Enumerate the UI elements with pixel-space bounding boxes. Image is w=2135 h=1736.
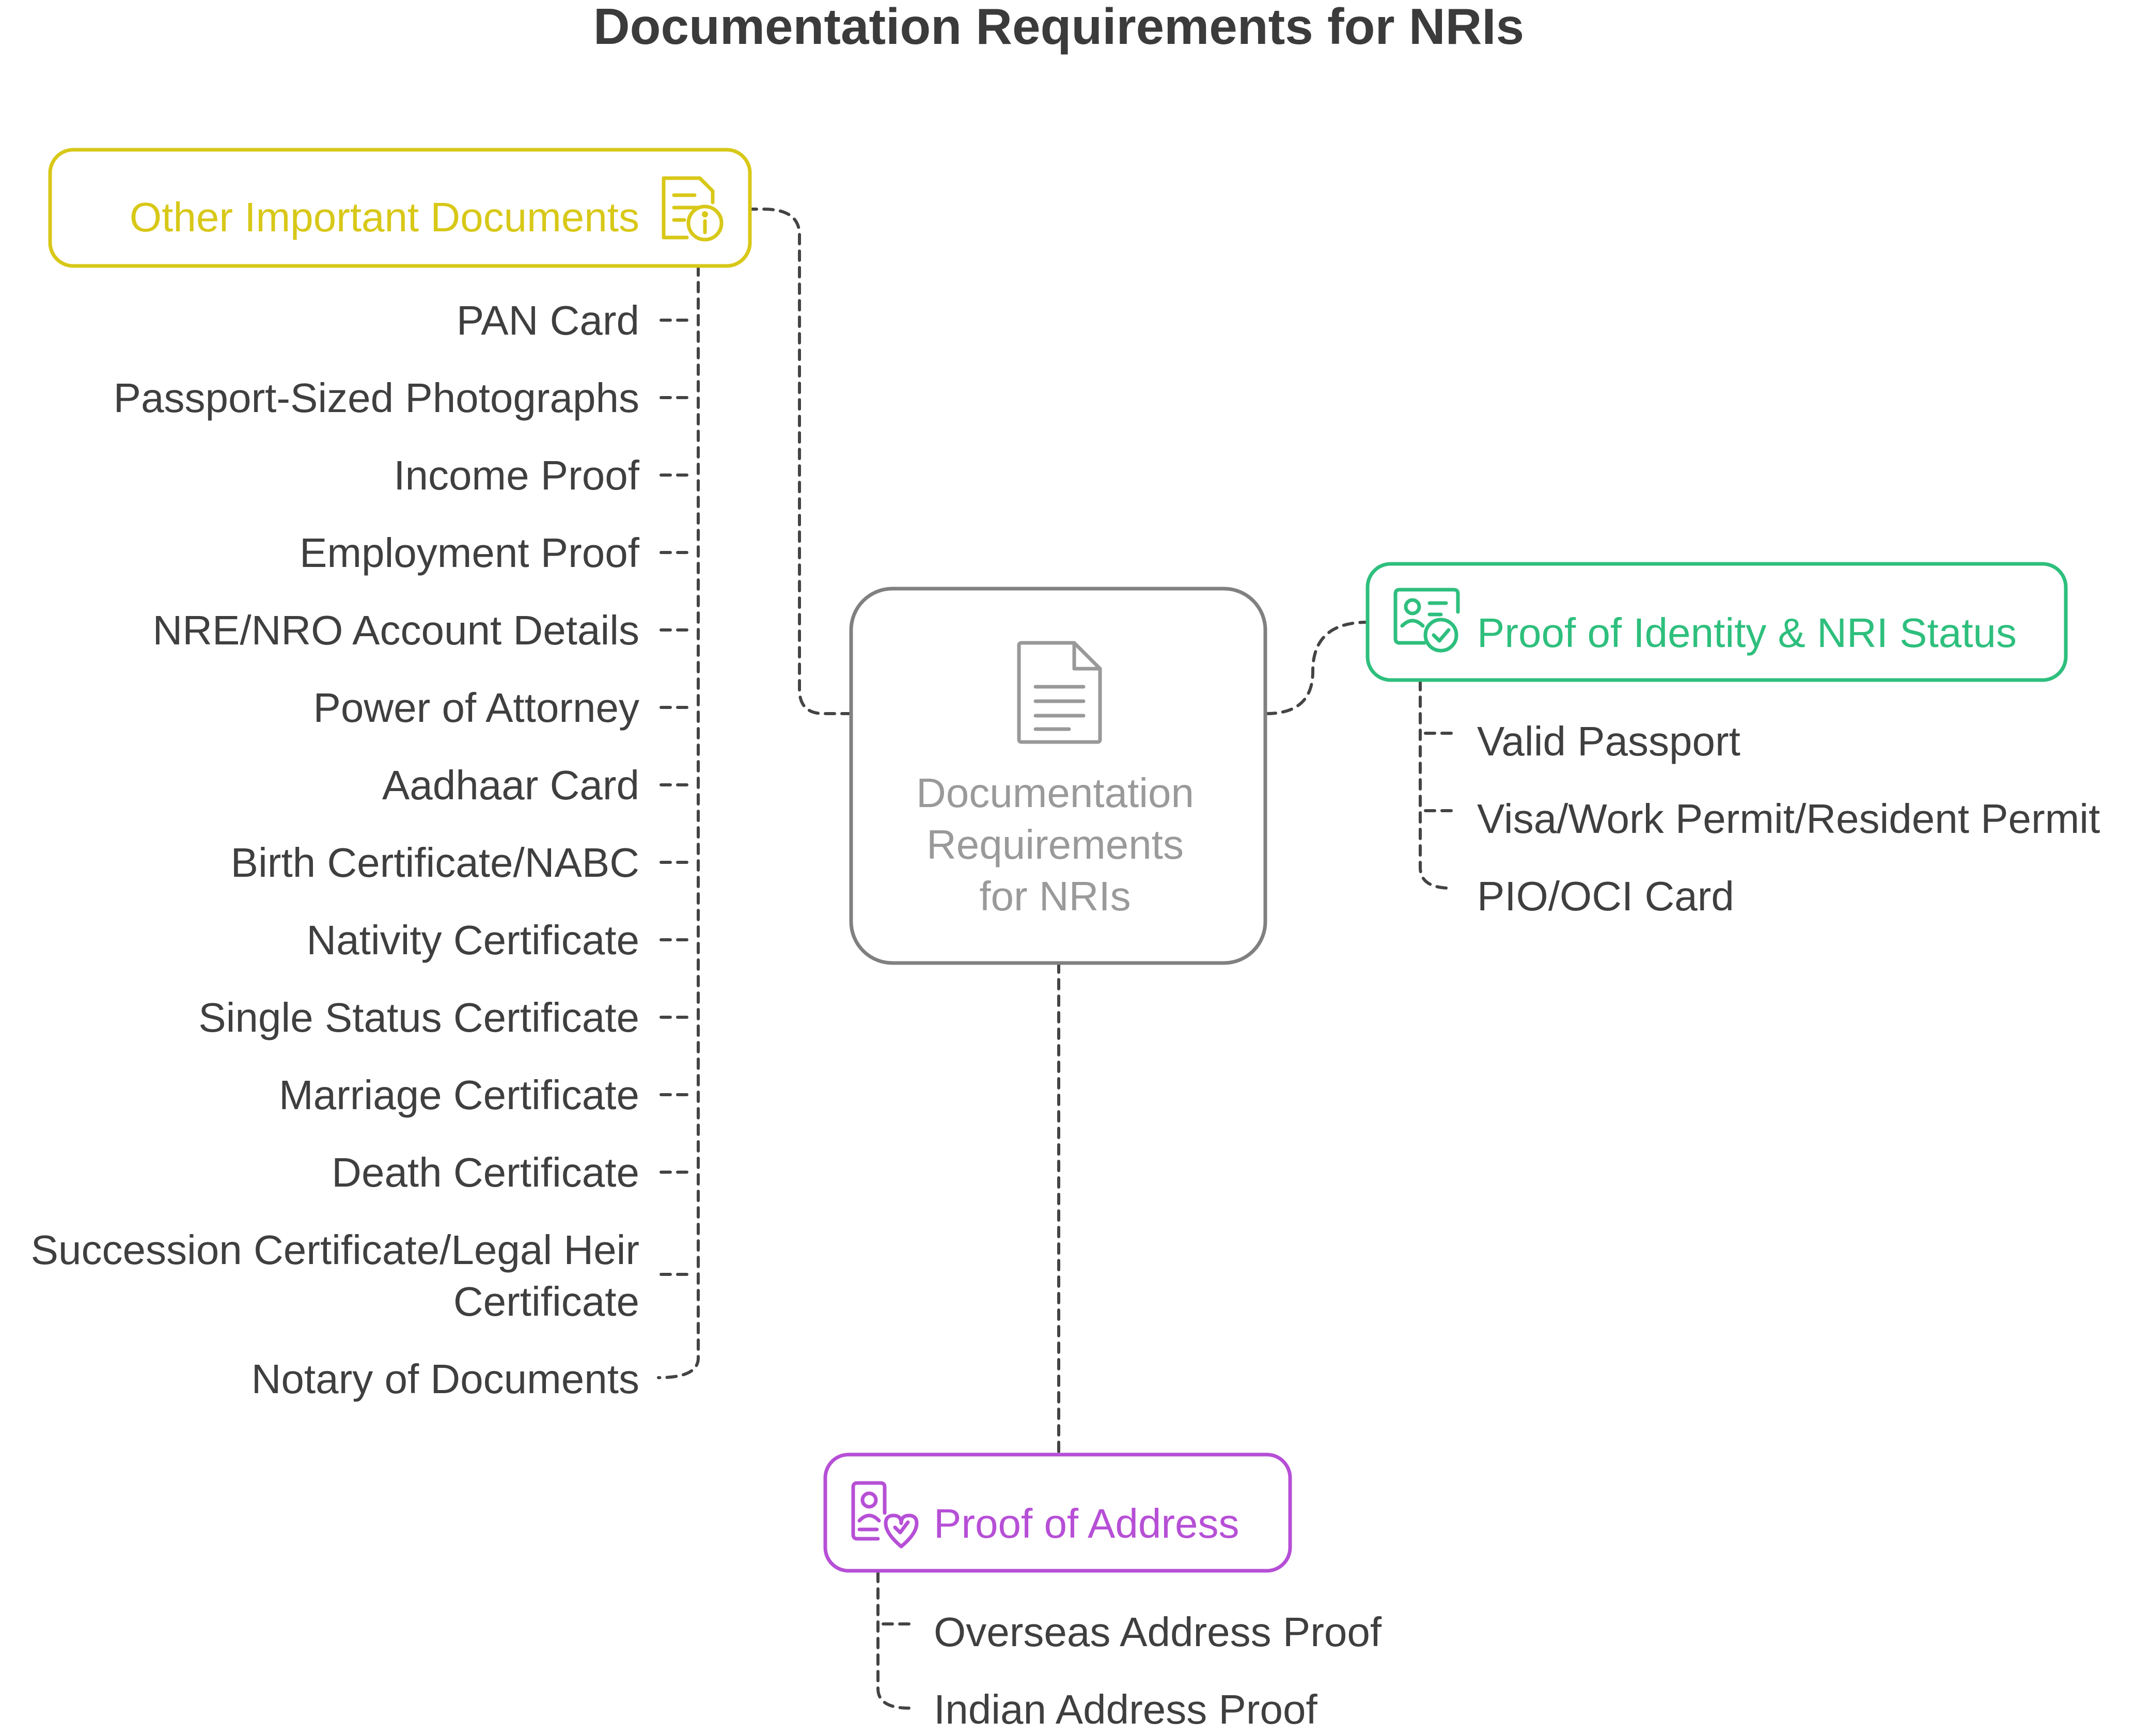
- address-badge-icon: [851, 1481, 919, 1549]
- list-item: PIO/OCI Card: [1477, 873, 1734, 919]
- page-title: Documentation Requirements for NRIs: [593, 0, 1524, 55]
- other-documents-node[interactable]: Other Important Documents: [48, 148, 752, 268]
- address-title: Proof of Address: [934, 1501, 1239, 1546]
- list-item: Marriage Certificate: [279, 1072, 639, 1118]
- other-documents-list: PAN Card Passport-Sized Photographs Inco…: [31, 297, 640, 1402]
- list-item: Passport-Sized Photographs: [114, 375, 639, 421]
- center-title-line-3: for NRIs: [979, 873, 1131, 919]
- list-item: Valid Passport: [1477, 718, 1740, 764]
- address-spine: [876, 1571, 910, 1710]
- connector-center-to-identity: [1265, 621, 1369, 715]
- other-documents-spine: [657, 264, 700, 1379]
- center-node[interactable]: Documentation Requirements for NRIs: [849, 587, 1267, 965]
- list-item: Nativity Certificate: [306, 917, 639, 963]
- other-documents-ticks: [660, 319, 695, 1276]
- identity-title: Proof of Identity & NRI Status: [1477, 610, 2017, 656]
- list-item: Notary of Documents: [252, 1356, 639, 1402]
- list-item: Power of Attorney: [313, 685, 639, 731]
- address-list: Overseas Address Proof Indian Address Pr…: [934, 1609, 1382, 1732]
- id-card-check-icon: [1393, 588, 1460, 653]
- center-title-line-2: Requirements: [927, 822, 1184, 867]
- list-item: NRE/NRO Account Details: [152, 607, 639, 653]
- list-item: Birth Certificate/NABC: [231, 840, 639, 886]
- document-icon: [1017, 641, 1102, 744]
- list-item: Aadhaar Card: [382, 762, 639, 808]
- list-item: Single Status Certificate: [198, 995, 639, 1040]
- list-item-continued: Certificate: [453, 1279, 639, 1324]
- other-documents-title: Other Important Documents: [130, 194, 639, 240]
- list-item: Succession Certificate/Legal Heir: [31, 1227, 639, 1273]
- list-item: Death Certificate: [332, 1149, 639, 1195]
- list-item: PAN Card: [457, 297, 639, 343]
- center-title-line-1: Documentation: [916, 770, 1194, 816]
- identity-node[interactable]: Proof of Identity & NRI Status: [1365, 562, 2068, 682]
- document-info-icon: [662, 176, 724, 242]
- connector-center-to-other: [747, 208, 853, 715]
- address-node[interactable]: Proof of Address: [823, 1453, 1292, 1573]
- identity-spine: [1419, 679, 1453, 890]
- identity-ticks: [1424, 732, 1458, 812]
- list-item: Employment Proof: [300, 530, 640, 576]
- list-item: Overseas Address Proof: [934, 1609, 1382, 1655]
- list-item: Visa/Work Permit/Resident Permit: [1477, 796, 2100, 842]
- list-item: Indian Address Proof: [934, 1686, 1317, 1732]
- list-item: Income Proof: [394, 452, 640, 498]
- identity-list: Valid Passport Visa/Work Permit/Resident…: [1477, 718, 2100, 919]
